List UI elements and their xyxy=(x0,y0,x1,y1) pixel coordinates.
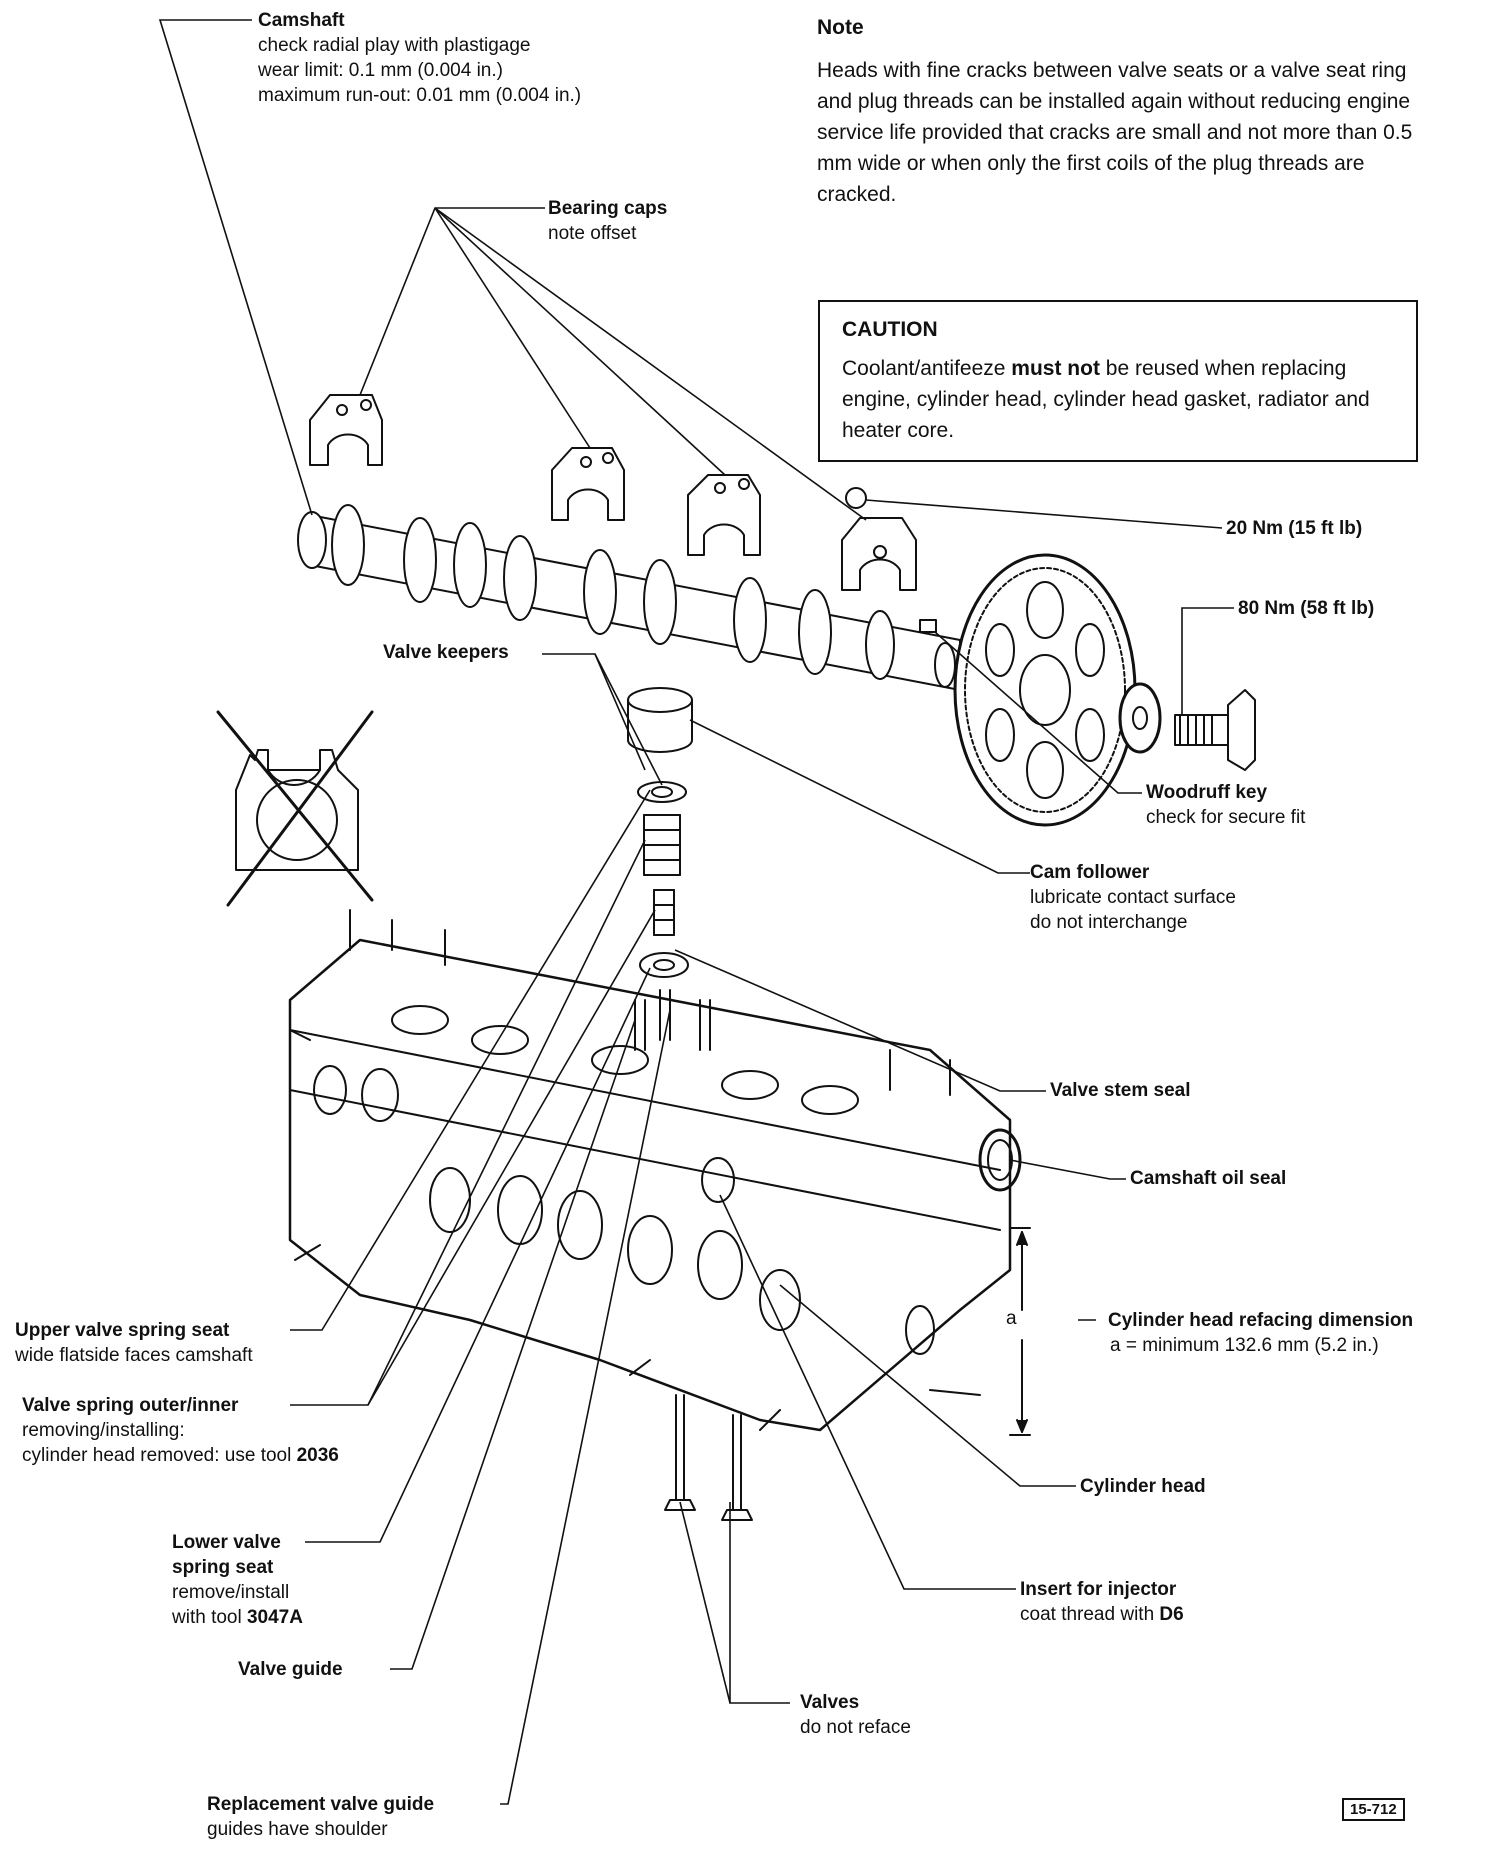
caution-title: CAUTION xyxy=(842,318,938,341)
label-valve-keepers: Valve keepers xyxy=(383,640,509,665)
label-lower-seat-line1: remove/install xyxy=(172,1582,290,1603)
label-insert-injector: Insert for injector coat thread with D6 xyxy=(1020,1577,1184,1627)
label-valve-guide: Valve guide xyxy=(238,1657,343,1682)
bearing-cap-2 xyxy=(551,447,625,521)
label-cylinder-head-title: Cylinder head xyxy=(1080,1476,1206,1497)
label-cam-follower-line1: lubricate contact surface xyxy=(1030,887,1236,908)
dimension-a xyxy=(1009,1227,1031,1436)
label-valves-title: Valves xyxy=(800,1692,860,1713)
label-insert-injector-line1: coat thread with xyxy=(1020,1604,1160,1625)
label-camshaft-line2: wear limit: 0.1 mm (0.004 in.) xyxy=(258,60,503,81)
caution-text-bold: must not xyxy=(1011,357,1100,380)
label-refacing: Cylinder head refacing dimension a = min… xyxy=(1108,1308,1413,1358)
washer xyxy=(1118,682,1162,754)
label-camshaft: Camshaft check radial play with plastiga… xyxy=(258,8,581,108)
label-valve-spring: Valve spring outer/inner removing/instal… xyxy=(22,1393,339,1468)
label-replacement-guide-title: Replacement valve guide xyxy=(207,1794,435,1815)
label-valve-keepers-title: Valve keepers xyxy=(383,642,509,663)
label-torque-20: 20 Nm (15 ft lb) xyxy=(1226,516,1362,541)
label-camshaft-line1: check radial play with plastigage xyxy=(258,35,531,56)
label-upper-seat-title: Upper valve spring seat xyxy=(15,1320,230,1341)
label-camshaft-oil-seal: Camshaft oil seal xyxy=(1130,1166,1286,1191)
label-valves: Valves do not reface xyxy=(800,1690,911,1740)
label-valve-spring-line2: cylinder head removed: use tool xyxy=(22,1445,297,1466)
label-torque-80: 80 Nm (58 ft lb) xyxy=(1238,596,1374,621)
cam-follower xyxy=(627,687,693,753)
label-upper-seat-line1: wide flatside faces camshaft xyxy=(15,1345,253,1366)
label-refacing-line1: a = minimum 132.6 mm (5.2 in.) xyxy=(1110,1335,1379,1356)
bearing-cap-3 xyxy=(687,474,761,556)
cylinder-head xyxy=(288,909,1022,1432)
label-valve-spring-tool: 2036 xyxy=(296,1445,339,1466)
label-upper-spring-seat: Upper valve spring seat wide flatside fa… xyxy=(15,1318,253,1368)
label-camshaft-oil-seal-title: Camshaft oil seal xyxy=(1130,1168,1287,1189)
label-torque-20-title: 20 Nm (15 ft lb) xyxy=(1226,518,1363,539)
label-cam-follower: Cam follower lubricate contact surface d… xyxy=(1030,860,1236,935)
label-valve-spring-title: Valve spring outer/inner xyxy=(22,1395,239,1416)
note-title: Note xyxy=(817,16,864,39)
label-valve-guide-title: Valve guide xyxy=(238,1659,343,1680)
caution-text-before: Coolant/antifeeze xyxy=(842,357,1012,380)
label-camshaft-title: Camshaft xyxy=(258,10,345,31)
label-bearing-caps-title: Bearing caps xyxy=(548,198,668,219)
label-bearing-caps-line1: note offset xyxy=(548,223,637,244)
label-valve-stem-seal: Valve stem seal xyxy=(1050,1078,1191,1103)
dimension-a-letter: a xyxy=(1006,1308,1017,1329)
label-valve-stem-seal-title: Valve stem seal xyxy=(1050,1080,1191,1101)
label-valves-line1: do not reface xyxy=(800,1717,911,1738)
caution-text-after: be reused when replacing engine, cylinde… xyxy=(842,357,1370,442)
label-cam-follower-line2: do not interchange xyxy=(1030,912,1188,933)
valve-1 xyxy=(664,1394,696,1511)
figure-number: 15-712 xyxy=(1342,1798,1405,1821)
label-valve-spring-line1: removing/installing: xyxy=(22,1420,185,1441)
sprocket-bolt xyxy=(1174,689,1256,771)
bearing-cap-4 xyxy=(841,487,917,591)
label-woodruff-key: Woodruff key check for secure fit xyxy=(1146,780,1305,830)
caution-box: CAUTION Coolant/antifeeze must not be re… xyxy=(818,300,1418,462)
label-woodruff-key-title: Woodruff key xyxy=(1146,782,1268,803)
label-lower-seat-tool: 3047A xyxy=(246,1607,303,1628)
label-insert-injector-compound: D6 xyxy=(1159,1604,1184,1625)
label-cylinder-head: Cylinder head xyxy=(1080,1474,1206,1499)
label-lower-seat-title2: spring seat xyxy=(172,1557,274,1578)
note-box: Note Heads with fine cracks between valv… xyxy=(817,12,1417,210)
camshaft xyxy=(297,504,961,691)
label-cam-follower-title: Cam follower xyxy=(1030,862,1150,883)
label-replacement-guide-line1: guides have shoulder xyxy=(207,1819,388,1840)
valve-spring-inner xyxy=(653,889,675,936)
label-insert-injector-title: Insert for injector xyxy=(1020,1579,1177,1600)
note-text: Heads with fine cracks between valve sea… xyxy=(817,59,1413,206)
label-lower-spring-seat: Lower valve spring seat remove/install w… xyxy=(172,1530,303,1630)
label-dimension-a-letter: a xyxy=(1006,1306,1017,1331)
label-lower-seat-line2: with tool xyxy=(172,1607,247,1628)
label-refacing-title: Cylinder head refacing dimension xyxy=(1108,1310,1414,1331)
label-camshaft-line3: maximum run-out: 0.01 mm (0.004 in.) xyxy=(258,85,582,106)
valve-2 xyxy=(721,1414,753,1521)
incorrect-cap-icon xyxy=(216,710,374,907)
valve-spring-outer xyxy=(643,814,681,876)
label-lower-seat-title1: Lower valve xyxy=(172,1532,281,1553)
label-replacement-guide: Replacement valve guide guides have shou… xyxy=(207,1792,434,1842)
label-woodruff-key-line1: check for secure fit xyxy=(1146,807,1306,828)
bearing-cap-1 xyxy=(309,394,383,466)
lower-spring-seat xyxy=(639,952,689,978)
label-bearing-caps: Bearing caps note offset xyxy=(548,196,667,246)
label-torque-80-title: 80 Nm (58 ft lb) xyxy=(1238,598,1375,619)
